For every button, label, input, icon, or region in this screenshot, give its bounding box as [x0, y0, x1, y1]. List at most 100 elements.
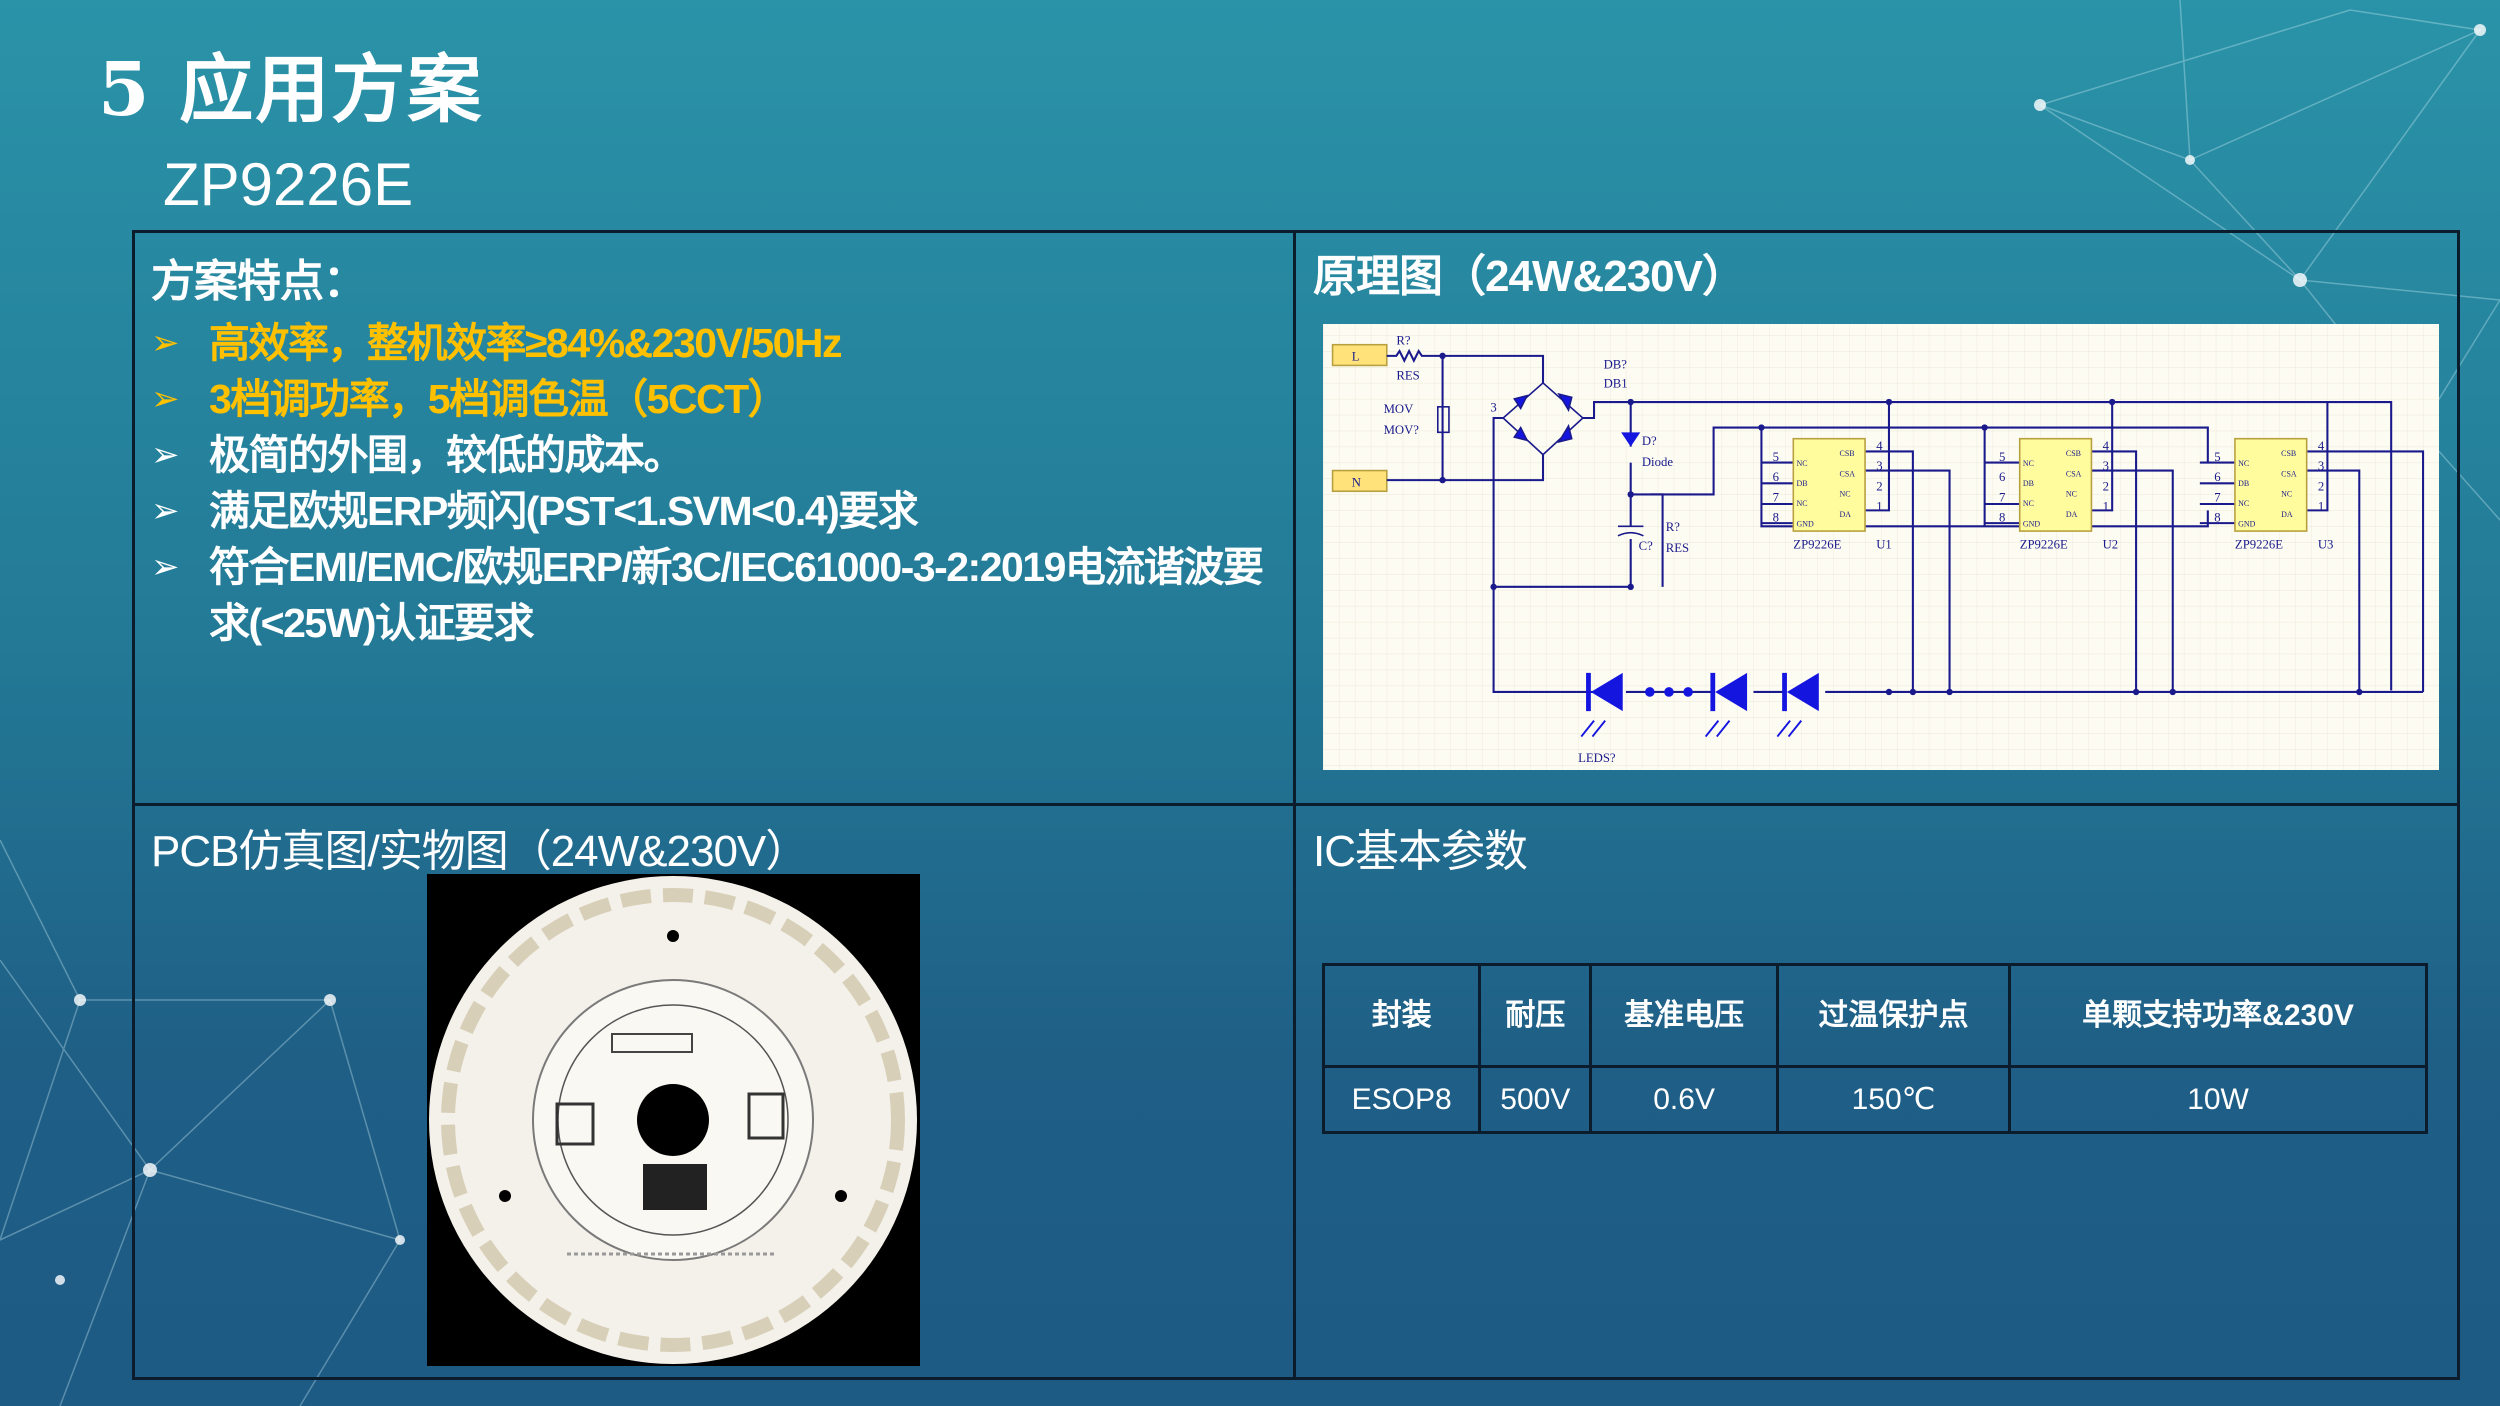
diode-symbol [1621, 432, 1641, 447]
grid-divider-horizontal [132, 803, 2460, 806]
features-heading: 方案特点： [151, 257, 367, 306]
arrow-bullet-icon: ➢ [151, 548, 180, 586]
arrow-bullet-icon: ➢ [151, 492, 180, 530]
pcb-board-photo [427, 874, 920, 1366]
bridge-ref: DB? [1604, 358, 1628, 372]
leds-ref: LEDS? [1578, 751, 1616, 765]
mov-varistor [1436, 406, 1450, 434]
chip-model-subtitle: ZP9226E [163, 151, 414, 218]
table-header-cell: 封装 [1321, 963, 1482, 1068]
pin-name: NC [1797, 459, 1808, 468]
pin-name: NC [2238, 499, 2249, 508]
pin-number: 6 [1999, 470, 2005, 484]
junction-dots [1439, 352, 2363, 696]
capacitor-symbol [1617, 525, 1644, 537]
pin-name: DA [2066, 510, 2078, 519]
pin-name: NC [1797, 499, 1808, 508]
pcb-title: PCB仿真图/实物图（24W&230V） [151, 827, 809, 876]
ic-chip-body [2234, 437, 2308, 532]
pin-number: 8 [2214, 511, 2220, 525]
feature-text: 满足欧规ERP频闪(PST<1.SVM<0.4)要求 [209, 488, 919, 534]
pin-number: 4 [2318, 439, 2325, 453]
mov-value: MOV [1384, 402, 1415, 416]
chip-part-label: ZP9226E [2020, 538, 2068, 552]
r-ref: R? [1666, 520, 1681, 534]
feature-item: ➢ 满足欧规ERP频闪(PST<1.SVM<0.4)要求 [151, 483, 1281, 539]
pin-number: 7 [1773, 490, 1779, 504]
arrow-bullet-icon: ➢ [151, 436, 180, 474]
pin-name: DB [2023, 479, 2034, 488]
pin-number: 8 [1773, 511, 1779, 525]
circuit-schematic: L N R? RES MOV MOV? DB? DB1 3 D? Diode [1323, 324, 2439, 770]
pin-number: 1 [2103, 500, 2109, 514]
chip-ref-label: U1 [1876, 538, 1892, 552]
chip-ref-label: U3 [2318, 538, 2334, 552]
feature-item: ➢高效率，整机效率≥84%&230V/50Hz [151, 315, 1281, 371]
terminal-n-label: N [1352, 475, 1361, 489]
table-cell: ESOP8 [1321, 1065, 1482, 1134]
arrow-bullet-icon: ➢ [151, 380, 180, 418]
pin-name: CSB [2066, 449, 2081, 458]
feature-text: 符合EMI/EMC/欧规ERP/新3C/IEC61000-3-2:2019电流谐… [209, 544, 1264, 646]
table-header-cell: 过温保护点 [1775, 963, 2012, 1068]
pin-number: 5 [2214, 450, 2220, 464]
slide-title: 5 应用方案 [98, 47, 484, 133]
pin-number: 2 [1876, 479, 1882, 493]
table-cell: 500V [1478, 1065, 1593, 1134]
chip-part-label: ZP9226E [1793, 538, 1841, 552]
r-in-ref: R? [1396, 334, 1411, 348]
feature-text: 极简的外围，较低的成本。 [209, 432, 685, 478]
pin-number: 6 [1773, 470, 1779, 484]
pin-number: 4 [1876, 439, 1883, 453]
pin-number: 3 [1876, 459, 1882, 473]
pin-number: 8 [1999, 511, 2005, 525]
chip-ref-label: U2 [2103, 538, 2119, 552]
feature-item: ➢ 极简的外围，较低的成本。 [151, 427, 1281, 483]
feature-text: 3档调功率，5档调色温（5CCT） [209, 376, 789, 422]
features-panel: 方案特点： ➢高效率，整机效率≥84%&230V/50Hz➢3档调功率，5档调色… [151, 245, 1281, 651]
bridge-rectifier [1501, 381, 1585, 456]
terminal-l-label: L [1352, 350, 1360, 364]
diode-value: Diode [1642, 455, 1673, 469]
r-in-value: RES [1396, 369, 1419, 383]
table-cell: 150℃ [1775, 1065, 2012, 1134]
pin-number: 2 [2318, 479, 2324, 493]
feature-text: 高效率，整机效率≥84%&230V/50Hz [209, 320, 843, 366]
pin-number: 7 [2214, 490, 2220, 504]
pin-name: GND [2238, 519, 2255, 528]
table-header-cell: 耐压 [1478, 963, 1593, 1068]
mov-ref: MOV? [1384, 423, 1420, 437]
schematic-title: 原理图（24W&230V） [1313, 252, 1746, 301]
chip-part-label: ZP9226E [2235, 538, 2283, 552]
pin-name: NC [2023, 499, 2034, 508]
pin-number: 5 [1999, 450, 2005, 464]
table-header-cell: 基准电压 [1589, 963, 1779, 1068]
pin-name: NC [2066, 490, 2077, 499]
ic-chip-body [2018, 437, 2093, 532]
pin-number: 3 [2103, 459, 2109, 473]
features-list: ➢高效率，整机效率≥84%&230V/50Hz➢3档调功率，5档调色温（5CCT… [151, 315, 1281, 651]
wires [1386, 348, 2425, 693]
line-terminal [1331, 343, 1388, 367]
ic-chip-body [1792, 437, 1866, 532]
pin-name: NC [2023, 459, 2034, 468]
diode-ref: D? [1642, 434, 1657, 448]
bridge-value: DB1 [1604, 377, 1628, 391]
feature-item: ➢ 3档调功率，5档调色温（5CCT） [151, 371, 1281, 427]
pin-name: CSA [2281, 469, 2297, 478]
pin-name: NC [2238, 459, 2249, 468]
pin-number: 5 [1773, 450, 1779, 464]
pin-name: GND [1797, 519, 1814, 528]
feature-item: ➢ 符合EMI/EMC/欧规ERP/新3C/IEC61000-3-2:2019电流… [151, 539, 1281, 651]
pin-name: DA [2281, 510, 2293, 519]
pin-number: 1 [1876, 500, 1882, 514]
led-light-arrows-icon [1580, 720, 1803, 738]
bridge-pin: 3 [1490, 401, 1496, 415]
pin-number: 6 [2214, 470, 2220, 484]
pin-number: 2 [2103, 479, 2109, 493]
r-value: RES [1666, 541, 1689, 555]
pin-name: DB [2238, 479, 2249, 488]
pin-name: DA [1840, 510, 1852, 519]
